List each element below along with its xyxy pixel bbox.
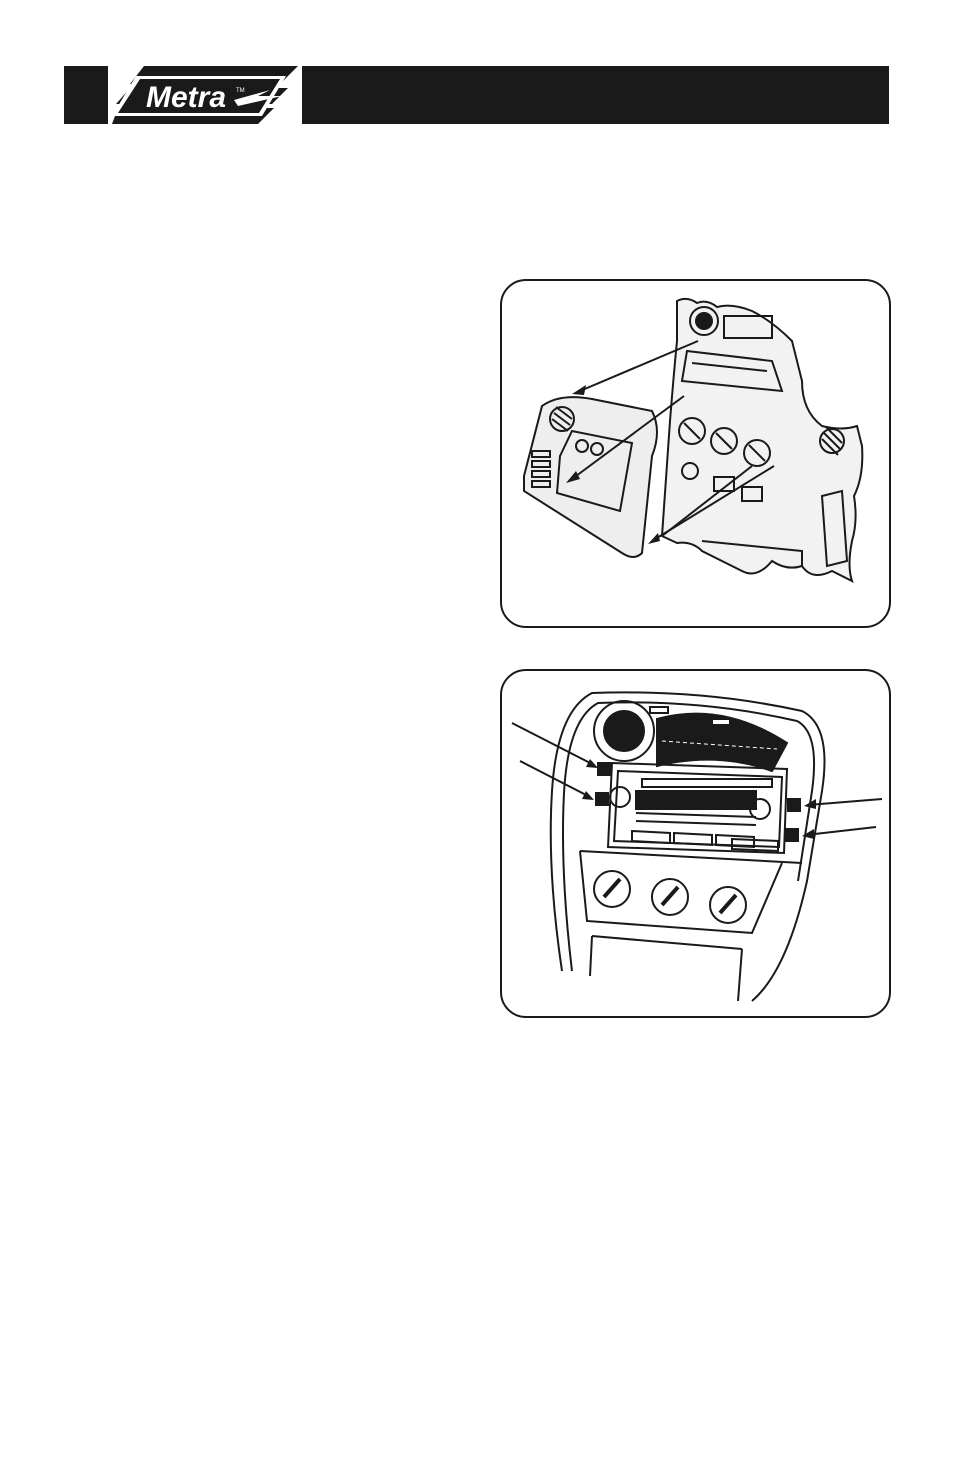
- radio-screws-illustration: [502, 671, 889, 1016]
- metra-logo: Metra TM: [112, 62, 298, 128]
- figure-radio-screws: [500, 669, 891, 1018]
- header-bar: [302, 66, 889, 124]
- header-left-block: [64, 66, 108, 124]
- figure-dash-bezel-removal: [500, 279, 891, 628]
- dash-bezel-illustration: [502, 281, 889, 626]
- logo-text: Metra: [146, 81, 226, 114]
- logo-trademark: TM: [236, 88, 245, 94]
